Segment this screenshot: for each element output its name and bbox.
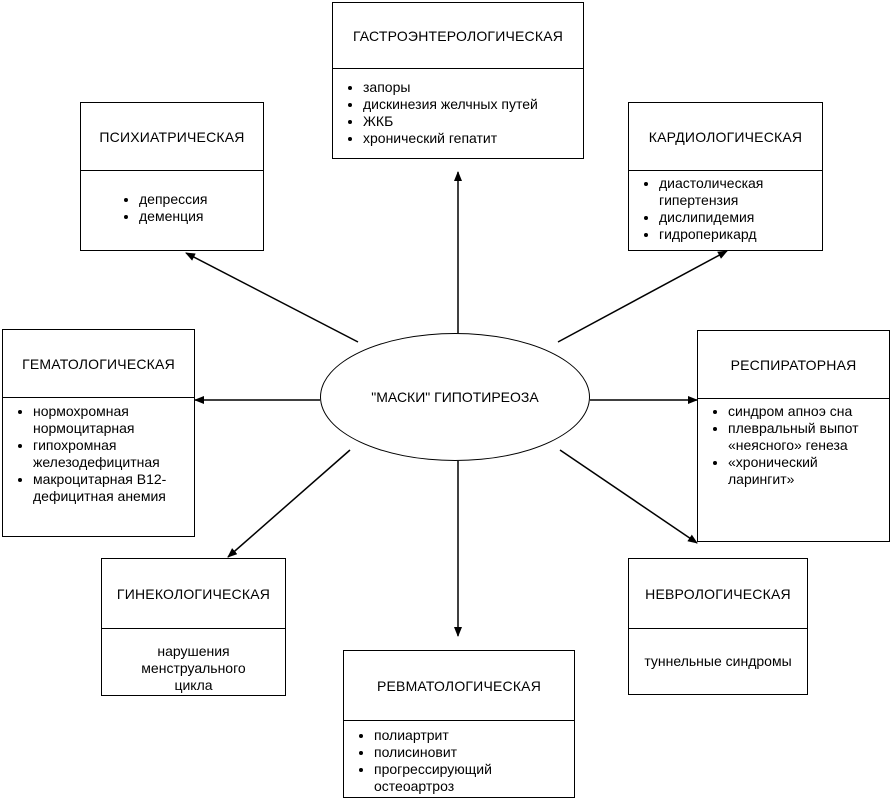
box-psych-body: депрессия деменция bbox=[81, 171, 263, 225]
list-item: диастолическая гипертензия bbox=[659, 175, 822, 209]
list-item: прогрессирующий остеоартроз bbox=[374, 761, 574, 795]
box-resp-list: синдром апноэ сна плевральный выпот «нея… bbox=[698, 403, 869, 488]
arrow-to-cardio bbox=[557, 250, 728, 343]
list-item: макроцитарная В12-дефицитная анемия bbox=[33, 471, 194, 505]
box-cardio: КАРДИОЛОГИЧЕСКАЯ диастолическая гипертен… bbox=[628, 102, 823, 251]
list-item: гидроперикард bbox=[659, 226, 822, 243]
center-node: "МАСКИ" ГИПОТИРЕОЗА bbox=[320, 333, 590, 461]
list-item: плевральный выпот «неясного» генеза bbox=[728, 420, 869, 454]
box-resp-title: РЕСПИРАТОРНАЯ bbox=[698, 331, 889, 399]
arrow-to-psych bbox=[185, 252, 359, 343]
box-psych: ПСИХИАТРИЧЕСКАЯ депрессия деменция bbox=[80, 102, 264, 251]
list-item: полисиновит bbox=[374, 744, 574, 761]
box-cardio-title: КАРДИОЛОГИЧЕСКАЯ bbox=[629, 103, 822, 171]
box-rheum-title: РЕВМАТОЛОГИЧЕСКАЯ bbox=[344, 651, 574, 721]
box-gastro: ГАСТРОЭНТЕРОЛОГИЧЕСКАЯ запоры дискинезия… bbox=[332, 2, 584, 159]
box-gyn: ГИНЕКОЛОГИЧЕСКАЯ нарушения менструальног… bbox=[101, 558, 286, 696]
box-gyn-title: ГИНЕКОЛОГИЧЕСКАЯ bbox=[102, 559, 285, 629]
box-neuro: НЕВРОЛОГИЧЕСКАЯ туннельные синдромы bbox=[628, 558, 808, 695]
list-item: синдром апноэ сна bbox=[728, 403, 869, 420]
box-hemato-title: ГЕМАТОЛОГИЧЕСКАЯ bbox=[3, 330, 194, 398]
box-rheum-list: полиартрит полисиновит прогрессирующий о… bbox=[344, 727, 574, 795]
box-resp-body: синдром апноэ сна плевральный выпот «нея… bbox=[698, 399, 889, 488]
box-cardio-list: диастолическая гипертензия дислипидемия … bbox=[629, 175, 822, 243]
box-neuro-text: туннельные синдромы bbox=[644, 653, 792, 669]
arrow-to-gyn bbox=[227, 449, 351, 558]
box-neuro-body: туннельные синдромы bbox=[629, 629, 807, 670]
box-resp: РЕСПИРАТОРНАЯ синдром апноэ сна плевраль… bbox=[697, 330, 890, 542]
box-gastro-list: запоры дискинезия желчных путей ЖКБ хрон… bbox=[333, 79, 583, 147]
list-item: депрессия bbox=[139, 191, 263, 208]
box-gastro-body: запоры дискинезия желчных путей ЖКБ хрон… bbox=[333, 69, 583, 147]
box-gastro-title: ГАСТРОЭНТЕРОЛОГИЧЕСКАЯ bbox=[333, 3, 583, 69]
list-item: дискинезия желчных путей bbox=[363, 96, 583, 113]
box-hemato: ГЕМАТОЛОГИЧЕСКАЯ нормохромная нормоцитар… bbox=[2, 329, 195, 537]
box-rheum-body: полиартрит полисиновит прогрессирующий о… bbox=[344, 721, 574, 795]
box-neuro-title: НЕВРОЛОГИЧЕСКАЯ bbox=[629, 559, 807, 629]
box-hemato-body: нормохромная нормоцитарная гипохромная ж… bbox=[3, 398, 194, 505]
box-psych-title: ПСИХИАТРИЧЕСКАЯ bbox=[81, 103, 263, 171]
center-label: "МАСКИ" ГИПОТИРЕОЗА bbox=[371, 389, 539, 405]
list-item: деменция bbox=[139, 208, 263, 225]
list-item: ЖКБ bbox=[363, 113, 583, 130]
list-item: хронический гепатит bbox=[363, 130, 583, 147]
list-item: дислипидемия bbox=[659, 209, 822, 226]
box-psych-list: депрессия деменция bbox=[109, 191, 263, 225]
list-item: полиартрит bbox=[374, 727, 574, 744]
list-item: запоры bbox=[363, 79, 583, 96]
box-hemato-list: нормохромная нормоцитарная гипохромная ж… bbox=[3, 403, 194, 505]
list-item: нормохромная нормоцитарная bbox=[33, 403, 194, 437]
list-item: «хронический ларингит» bbox=[728, 454, 869, 488]
box-cardio-body: диастолическая гипертензия дислипидемия … bbox=[629, 171, 822, 243]
list-item: гипохромная железодефицитная bbox=[33, 437, 194, 471]
box-gyn-text: нарушения менструального цикла bbox=[141, 643, 246, 693]
box-rheum: РЕВМАТОЛОГИЧЕСКАЯ полиартрит полисиновит… bbox=[343, 650, 575, 798]
box-gyn-body: нарушения менструального цикла bbox=[102, 629, 285, 694]
arrow-to-neuro bbox=[559, 449, 698, 544]
